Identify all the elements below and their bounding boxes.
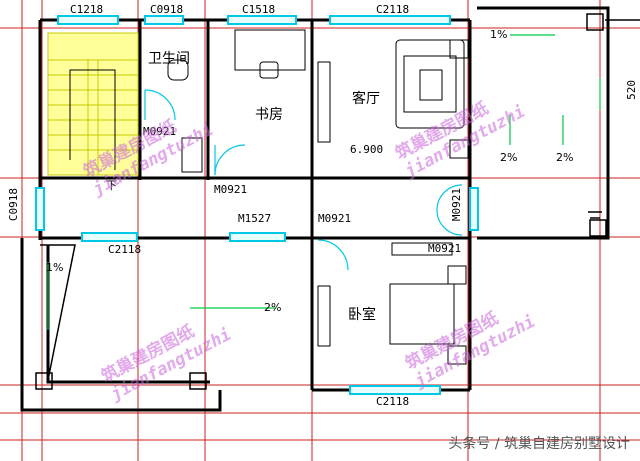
window-label-c0918-side: C0918	[7, 188, 20, 222]
door-label-m0921-bed: M0921	[318, 212, 352, 225]
slope-label-terrace-a: 2%	[500, 151, 518, 164]
slope-label-center: 2%	[264, 301, 282, 314]
tv-wall-label: M0921	[428, 242, 462, 255]
window-label-c1518: C1518	[242, 3, 276, 16]
window-label-c2118-mid: C2118	[108, 243, 142, 256]
door-label-m0921-bath: M0921	[143, 125, 177, 138]
source-credit: 头条号 / 筑巢自建房别墅设计	[448, 436, 630, 452]
room-label-bathroom: 卫生间	[148, 51, 190, 67]
stair-down-label: 下	[106, 179, 117, 192]
door-label-m0921-study: M0921	[214, 183, 248, 196]
elevation-label: 6.900	[350, 143, 384, 156]
room-label-living: 客厅	[352, 91, 380, 107]
room-label-bedroom: 卧室	[348, 307, 376, 323]
door-label-m0921-right: M0921	[450, 188, 463, 222]
door-label-m1527: M1527	[238, 212, 272, 225]
slope-label-left: 1%	[46, 261, 64, 274]
columns	[35, 13, 607, 390]
room-label-study: 书房	[255, 107, 283, 123]
window-label-c1218: C1218	[70, 3, 104, 16]
windows	[35, 15, 479, 395]
slope-label-terrace-b: 2%	[556, 151, 574, 164]
window-label-c2118-top: C2118	[376, 3, 410, 16]
slope-arrows	[47, 34, 601, 330]
furniture	[167, 29, 469, 365]
window-label-c0918-top: C0918	[150, 3, 184, 16]
slope-label-top-right: 1%	[490, 28, 508, 41]
doors	[144, 89, 463, 271]
window-label-c2118-bottom: C2118	[376, 395, 410, 408]
parapet	[40, 19, 640, 381]
dimension-label-520: 520	[625, 80, 638, 100]
staircase	[47, 32, 139, 176]
